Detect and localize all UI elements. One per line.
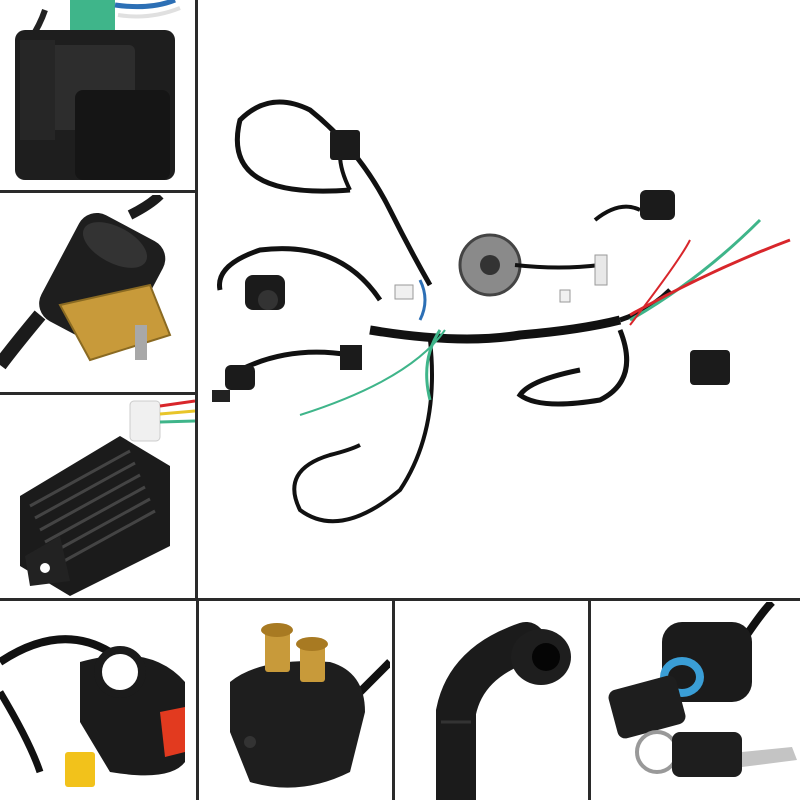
- voltage-regulator-photo: [0, 396, 195, 596]
- divider-horizontal-2: [0, 392, 196, 395]
- handlebar-kill-switch-photo: [0, 602, 195, 800]
- spark-plug-cap-photo: [396, 602, 586, 800]
- divider-horizontal-1: [0, 190, 196, 193]
- ignition-coil-photo: [0, 195, 195, 390]
- wiring-harness-photo: [200, 0, 800, 596]
- divider-horizontal-bottom: [0, 598, 800, 601]
- ignition-key-switch-photo: [592, 602, 800, 800]
- divider-vertical-b3: [588, 598, 591, 800]
- divider-vertical-b1: [196, 598, 199, 800]
- starter-relay-photo: [200, 602, 390, 800]
- divider-vertical-b2: [392, 598, 395, 800]
- divider-vertical-top: [195, 0, 198, 600]
- cdi-box-photo: [0, 0, 195, 190]
